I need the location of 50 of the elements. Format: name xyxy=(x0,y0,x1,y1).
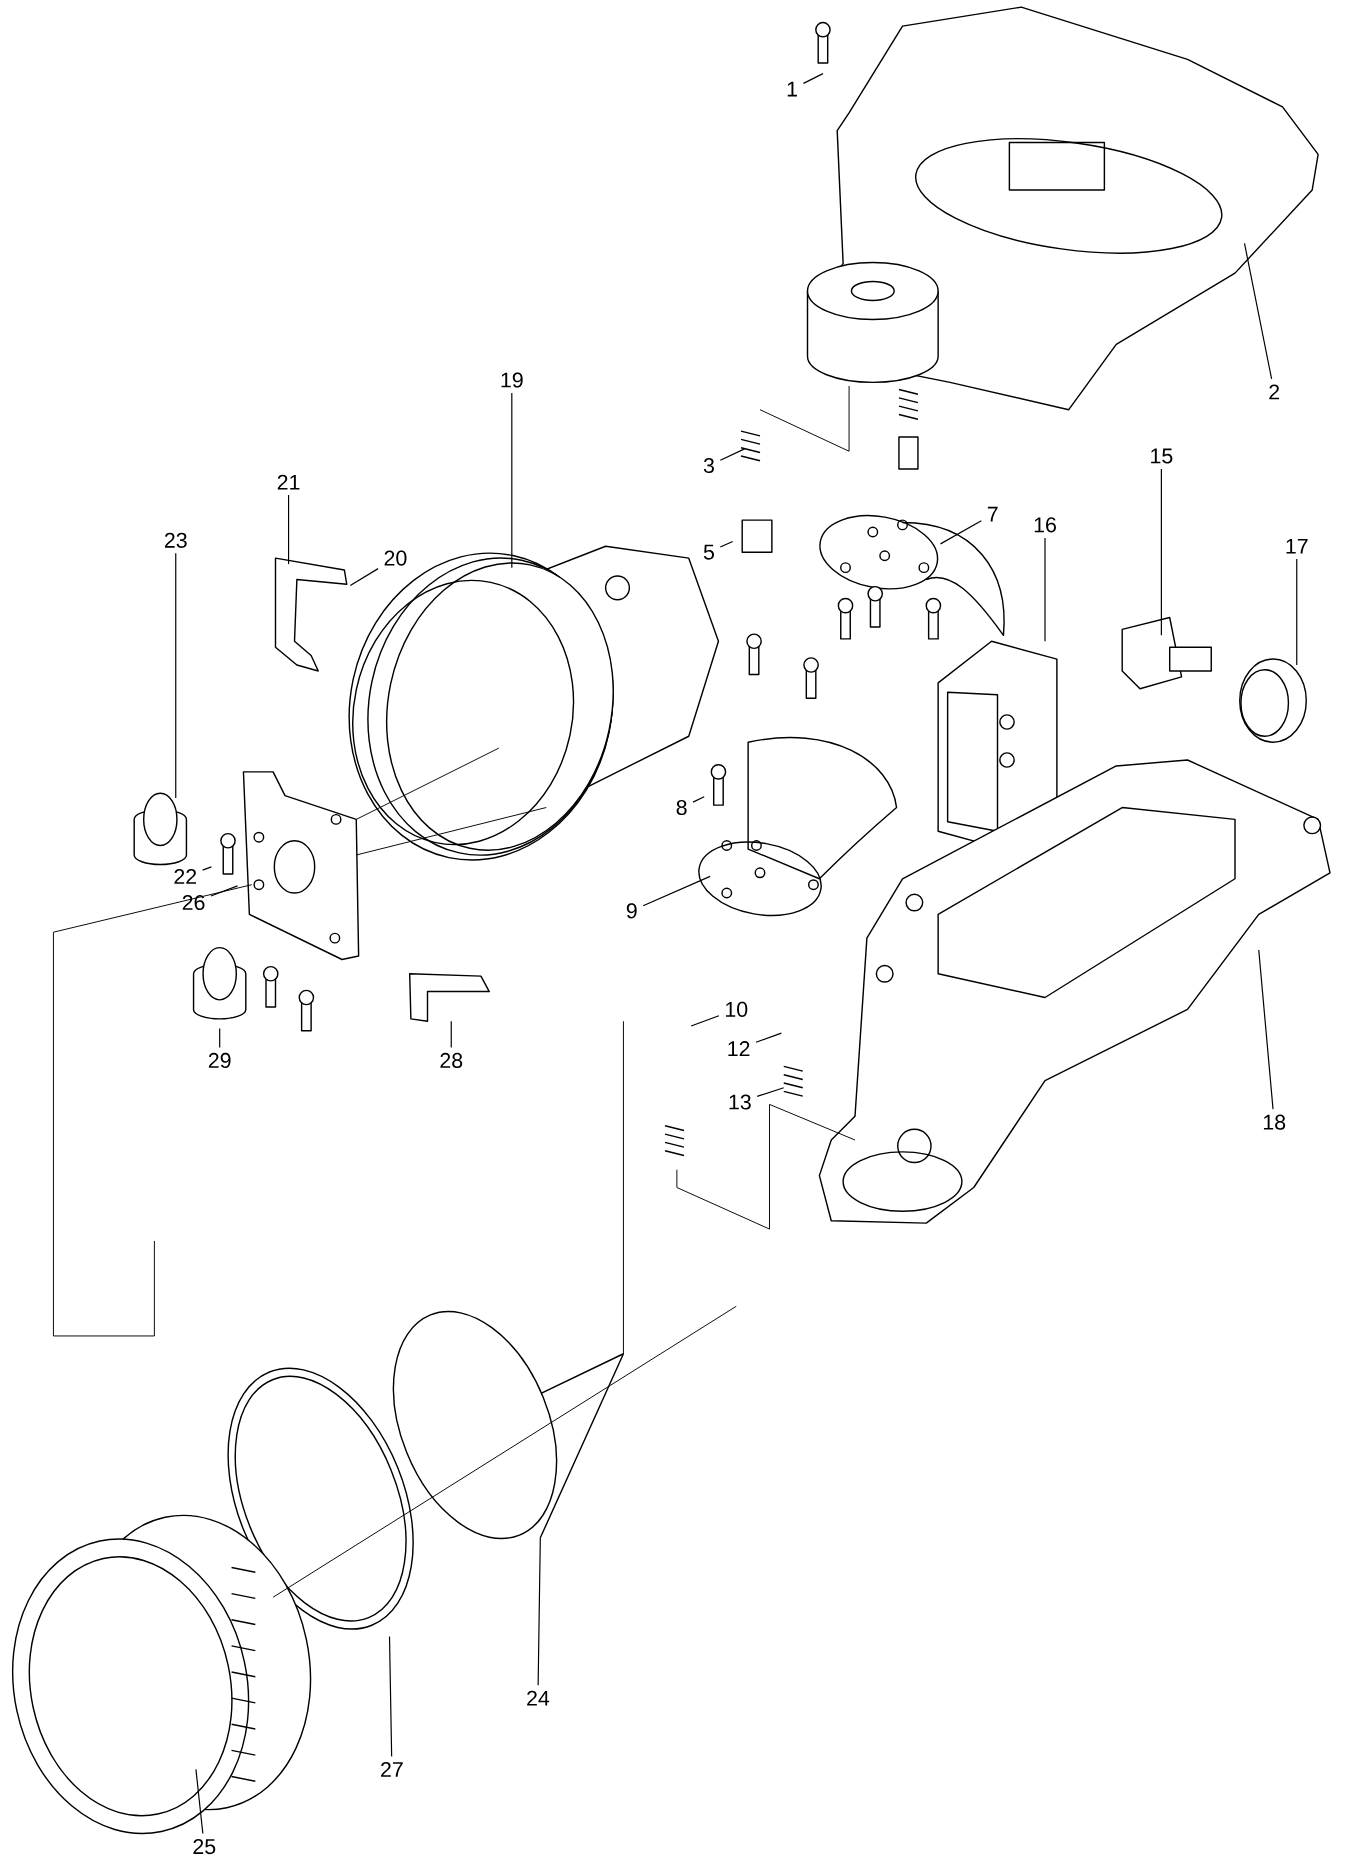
callout-number: 9 xyxy=(626,903,637,919)
leader-line xyxy=(690,1015,720,1027)
leader-line xyxy=(210,885,238,897)
leader-line xyxy=(1296,558,1298,666)
leader-line xyxy=(756,1087,785,1097)
callout-number: 21 xyxy=(277,474,300,490)
callout-number: 19 xyxy=(501,372,523,388)
leader-line xyxy=(939,520,982,545)
callout-number: 7 xyxy=(987,506,998,522)
callout-number: 15 xyxy=(1151,448,1173,464)
callout-number: 27 xyxy=(381,1761,403,1777)
callout-number: 8 xyxy=(676,799,687,816)
callout-number: 20 xyxy=(384,550,407,566)
callout-number: 26 xyxy=(182,894,205,911)
callout-number: 25 xyxy=(193,1839,216,1855)
callout-number: 29 xyxy=(208,1052,231,1069)
leader-line xyxy=(201,866,212,871)
leader-line xyxy=(719,540,734,548)
callout-number: 24 xyxy=(527,1690,550,1706)
leader-line xyxy=(175,552,177,799)
leader-line xyxy=(349,568,379,587)
callout-number: 17 xyxy=(1286,538,1308,554)
leader-line xyxy=(1243,242,1273,380)
leader-line xyxy=(1258,949,1274,1110)
leader-line xyxy=(719,448,746,461)
leader-line xyxy=(450,1020,452,1048)
leader-line xyxy=(755,1032,782,1043)
callout-number: 1 xyxy=(787,81,797,97)
leader-line xyxy=(692,796,705,803)
leader-line xyxy=(1160,468,1162,636)
leader-line xyxy=(287,494,290,565)
callout-number: 13 xyxy=(729,1094,751,1110)
leader-line xyxy=(1044,537,1046,642)
leader-line xyxy=(802,73,824,84)
leader-line xyxy=(642,875,711,907)
callout-number: 16 xyxy=(1034,517,1056,533)
callout-number: 23 xyxy=(164,532,187,548)
leader-line xyxy=(537,1537,541,1686)
leader-line xyxy=(219,1027,221,1048)
callout-number: 12 xyxy=(728,1041,750,1057)
callout-number: 2 xyxy=(1269,384,1279,400)
callout-number: 3 xyxy=(703,457,714,474)
callout-number: 5 xyxy=(703,544,714,560)
callout-number: 22 xyxy=(174,868,196,884)
callout-number: 28 xyxy=(440,1052,463,1069)
leader-line xyxy=(195,1768,204,1835)
callout-number: 18 xyxy=(1263,1114,1286,1130)
callout-number: 10 xyxy=(725,1001,748,1017)
leader-line xyxy=(388,1635,393,1758)
leader-line xyxy=(511,392,513,569)
